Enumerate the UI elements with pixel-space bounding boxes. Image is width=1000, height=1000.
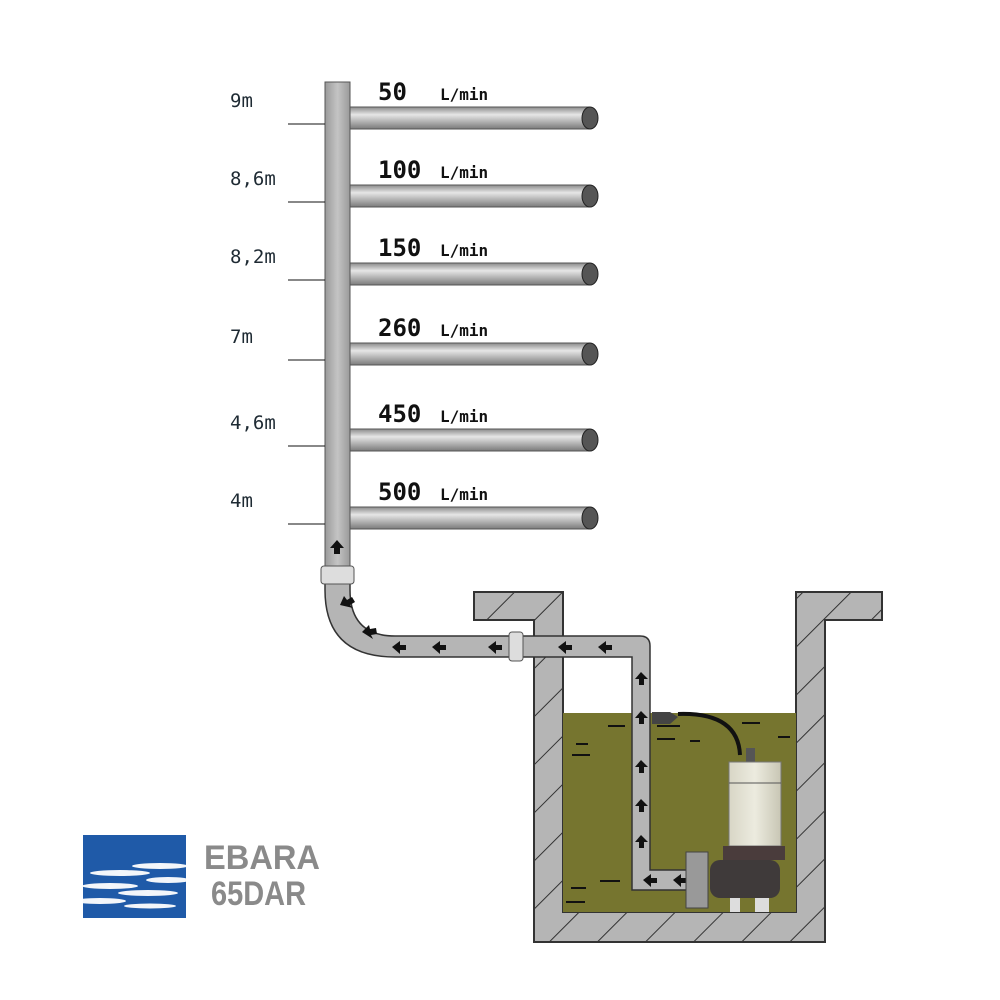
height-label: 8,6m xyxy=(230,168,276,190)
ebara-logo: EBARA 65DAR xyxy=(74,835,320,918)
branch: 500 L/min 4m xyxy=(230,478,599,530)
branch: 100 L/min 8,6m xyxy=(230,156,599,208)
height-label: 8,2m xyxy=(230,246,276,268)
branch: 50 L/min 9m xyxy=(230,78,599,130)
flow-arrows xyxy=(330,540,687,887)
branch-pipe xyxy=(349,506,591,530)
branch-pipe xyxy=(349,262,591,286)
discharge-pipe xyxy=(320,540,701,891)
pipe-outlet xyxy=(581,262,599,286)
flow-unit: L/min xyxy=(440,241,488,260)
flow-value: 50 xyxy=(378,78,407,106)
flow-unit: L/min xyxy=(440,321,488,340)
branch-pipe xyxy=(349,106,591,130)
pipe-outlet xyxy=(581,184,599,208)
flow-unit: L/min xyxy=(440,85,488,104)
branch: 260 L/min 7m xyxy=(230,314,599,366)
riser-pipe xyxy=(324,81,351,573)
flow-value: 500 xyxy=(378,478,421,506)
pipe-outlet xyxy=(581,428,599,452)
height-label: 7m xyxy=(230,326,253,348)
branch-pipe xyxy=(349,184,591,208)
pump-volute xyxy=(710,860,780,898)
flow-value: 150 xyxy=(378,234,421,262)
power-cable xyxy=(677,711,742,756)
union-fitting xyxy=(508,631,524,662)
flow-unit: L/min xyxy=(440,485,488,504)
branch: 450 L/min 4,6m xyxy=(230,400,599,452)
flow-unit: L/min xyxy=(440,163,488,182)
union-fitting xyxy=(320,565,355,585)
flow-value: 100 xyxy=(378,156,421,184)
branch: 150 L/min 8,2m xyxy=(230,234,599,286)
height-label: 4m xyxy=(230,490,253,512)
flow-value: 450 xyxy=(378,400,421,428)
float-switch xyxy=(652,712,678,724)
logo-model: 65DAR xyxy=(211,875,306,913)
pipe-outlet xyxy=(581,506,599,530)
flow-unit: L/min xyxy=(440,407,488,426)
pipe-outlet xyxy=(581,342,599,366)
height-label: 4,6m xyxy=(230,412,276,434)
branch-pipe xyxy=(349,342,591,366)
pump-motor xyxy=(728,761,782,847)
height-label: 9m xyxy=(230,90,253,112)
submersible-pump xyxy=(652,711,785,912)
logo-brand: EBARA xyxy=(204,839,320,877)
branch-pipe xyxy=(349,428,591,452)
flow-value: 260 xyxy=(378,314,421,342)
water-ripples xyxy=(566,722,790,903)
pipe-outlet xyxy=(581,106,599,130)
